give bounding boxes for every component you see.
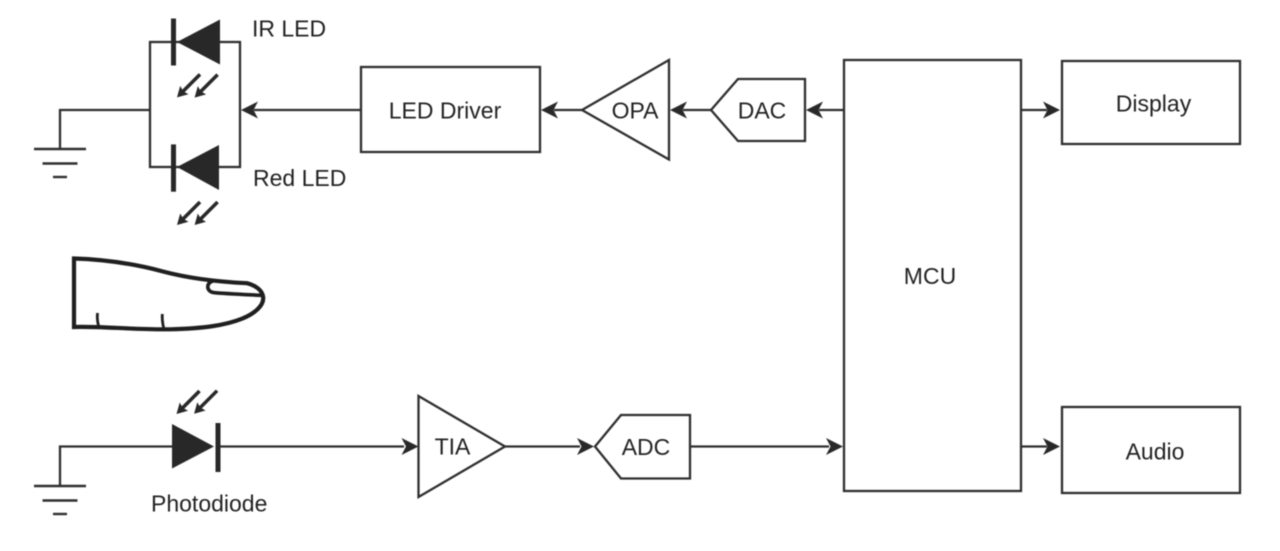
svg-text:Display: Display: [1116, 90, 1192, 116]
svg-text:Audio: Audio: [1126, 438, 1185, 464]
svg-text:IR LED: IR LED: [252, 15, 326, 41]
svg-text:OPA: OPA: [612, 97, 660, 123]
svg-text:MCU: MCU: [904, 263, 956, 289]
svg-text:TIA: TIA: [435, 433, 471, 459]
svg-text:Photodiode: Photodiode: [151, 491, 267, 517]
svg-text:Red LED: Red LED: [253, 165, 346, 191]
svg-text:LED Driver: LED Driver: [389, 97, 502, 123]
svg-text:DAC: DAC: [738, 97, 787, 123]
svg-text:ADC: ADC: [622, 434, 671, 460]
